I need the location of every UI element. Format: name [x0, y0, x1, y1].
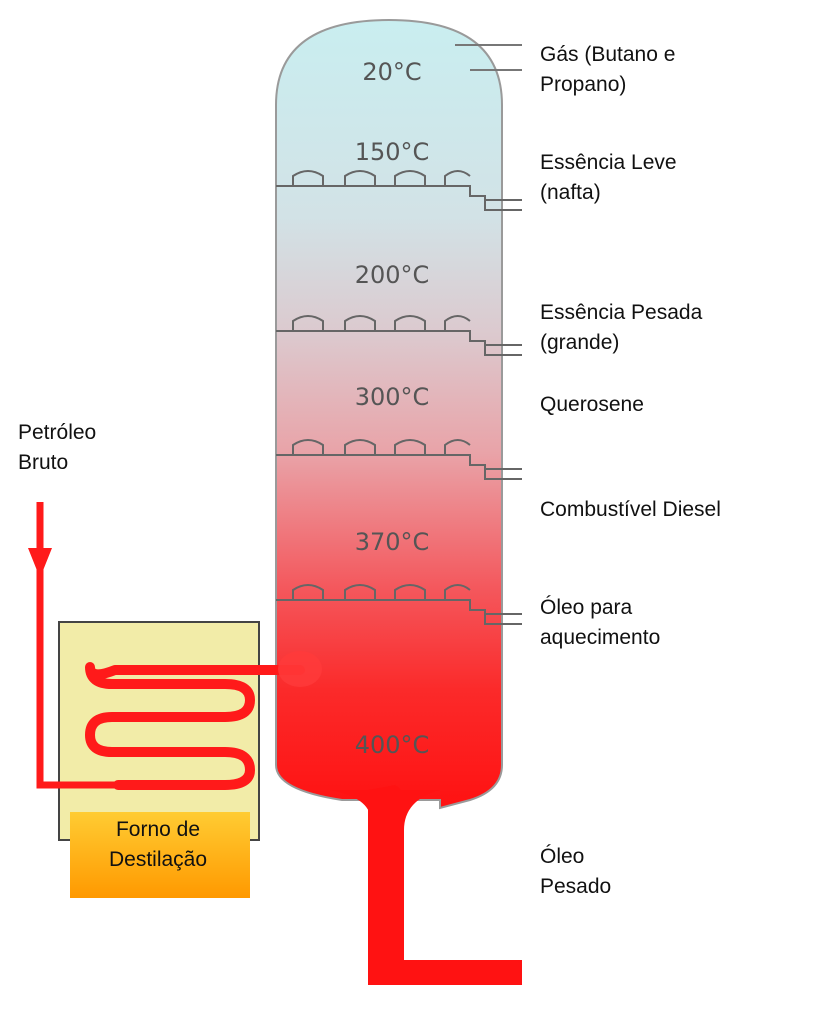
tray-2 — [276, 315, 522, 356]
furnace-label-line1: Forno de — [115, 818, 201, 841]
feed-label-line1: Petróleo — [18, 421, 97, 444]
product-label-line1: Óleo — [540, 845, 585, 868]
crude-feed-pipe — [36, 502, 118, 789]
product-label-heating-oil: Óleo para aquecimento — [540, 593, 740, 653]
temperature-label: 150°C — [355, 138, 430, 166]
tray-1 — [276, 170, 522, 211]
tray-4 — [276, 584, 522, 625]
product-label-line1: Óleo para — [540, 596, 633, 619]
feed-arrow-icon — [28, 548, 52, 578]
product-label-line1: Combustível Diesel — [540, 498, 721, 521]
product-label-gas: Gás (Butano e Propano) — [540, 40, 740, 100]
product-label-line2: (nafta) — [540, 181, 601, 204]
temperature-label: 370°C — [355, 528, 430, 556]
tray-3 — [276, 439, 522, 480]
product-label-heavy-oil: Óleo Pesado — [540, 842, 680, 902]
product-label-diesel: Combustível Diesel — [540, 495, 800, 525]
trays — [276, 170, 522, 625]
temperature-label: 200°C — [355, 261, 430, 289]
product-label-line1: Essência Pesada — [540, 301, 703, 324]
product-label-kerosene: Querosene — [540, 390, 740, 420]
temperature-label: 300°C — [355, 383, 430, 411]
product-label-line2: (grande) — [540, 331, 620, 354]
product-label-line1: Querosene — [540, 393, 644, 416]
product-label-light-naphtha: Essência Leve (nafta) — [540, 148, 740, 208]
coil-inlet-glow — [278, 651, 322, 687]
distillation-column — [275, 18, 503, 810]
temperature-label: 20°C — [362, 58, 421, 86]
gas-outlet-pipe — [455, 44, 522, 71]
furnace-burner — [70, 812, 250, 898]
temperature-label: 400°C — [355, 731, 430, 759]
column-bottom-neck — [330, 790, 440, 830]
feed-label: Petróleo Bruto — [0, 418, 195, 494]
product-label-heavy-naphtha: Essência Pesada (grande) — [540, 298, 750, 358]
furnace-label-line2: Destilação — [108, 848, 208, 871]
product-label-line2: Propano) — [540, 73, 627, 96]
product-label-line1: Gás (Butano e — [540, 43, 676, 66]
furnace-label: Forno de Destilação — [73, 815, 243, 875]
product-label-line2: aquecimento — [540, 626, 661, 649]
product-label-line2: Pesado — [540, 875, 612, 898]
product-label-line1: Essência Leve — [540, 151, 677, 174]
heating-coil — [85, 662, 305, 790]
feed-label-line2: Bruto — [18, 451, 69, 474]
